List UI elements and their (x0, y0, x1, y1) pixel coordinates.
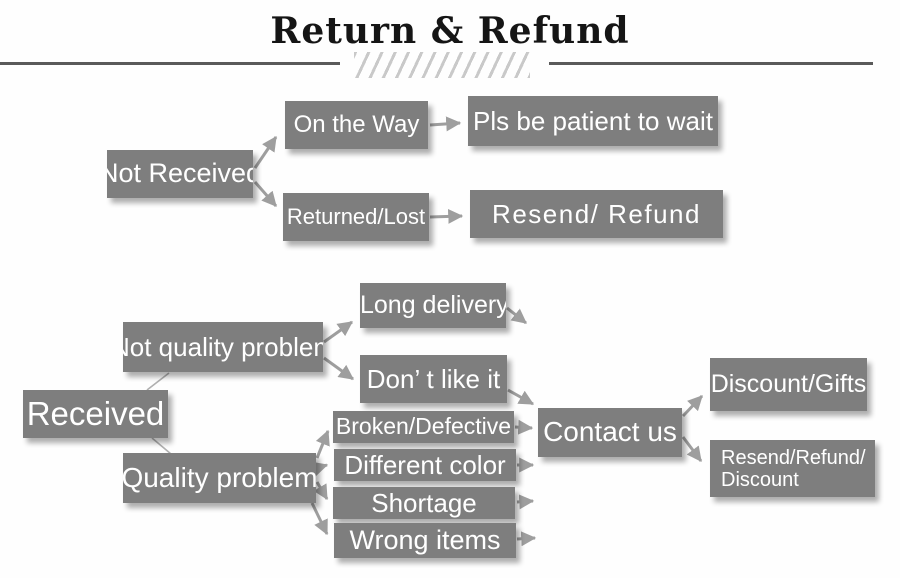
node-not-quality-problem: Not quality problem (123, 322, 323, 372)
node-resend-refund: Resend/ Refund (470, 190, 723, 238)
edge-received-to-quality (151, 437, 172, 455)
node-resend-refund-discount-line1: Resend/Refund/ (721, 446, 866, 469)
edge-not-received-to-on-the-way (253, 136, 278, 169)
edge-contact-us-to-resend-refund-discount (681, 436, 703, 462)
divider-right (549, 62, 873, 65)
edge-on-the-way-to-pls-wait (429, 116, 462, 132)
divider-hatch-icon (354, 52, 530, 78)
node-contact-us: Contact us (538, 408, 682, 457)
edge-long-delivery-out (506, 306, 527, 325)
node-different-color: Different color (334, 449, 516, 481)
node-received: Received (23, 390, 168, 438)
edge-dont-like-to-contact-us (507, 388, 535, 406)
edge-quality-to-shortage (313, 481, 329, 501)
divider-left (0, 62, 340, 65)
node-wrong-items: Wrong items (334, 523, 516, 558)
node-shortage: Shortage (333, 487, 515, 519)
node-on-the-way: On the Way (285, 101, 428, 149)
edge-not-quality-to-long-delivery (323, 320, 353, 344)
node-quality-problem: Quality problem (123, 453, 316, 503)
edge-returned-lost-to-resend-refund (429, 208, 464, 224)
edge-contact-us-to-discount-gifts (681, 394, 704, 418)
edge-received-to-not-quality (146, 372, 170, 391)
edge-not-quality-to-dont-like (323, 356, 354, 381)
node-broken-defective: Broken/Defective (333, 411, 514, 443)
edge-shortage-out (516, 494, 535, 510)
node-dont-like-it: Don’ t like it (360, 355, 507, 403)
node-resend-refund-discount: Resend/Refund/ Discount (710, 440, 875, 497)
node-long-delivery: Long delivery (360, 283, 506, 328)
edge-quality-to-broken (315, 429, 330, 459)
node-not-received: Not Received (107, 150, 253, 198)
edge-wrong-items-out (516, 531, 537, 547)
edge-quality-to-wrong-items (310, 502, 329, 536)
node-discount-gifts: Discount/Gifts (710, 358, 867, 411)
edge-broken-to-contact-us (514, 419, 534, 435)
node-returned-lost: Returned/Lost (283, 193, 429, 241)
node-resend-refund-discount-line2: Discount (721, 468, 799, 491)
page-title: Return & Refund (270, 10, 630, 52)
node-pls-be-patient-to-wait: Pls be patient to wait (468, 96, 718, 146)
edge-quality-to-different-color (311, 461, 329, 477)
edge-not-received-to-returned-lost (253, 181, 278, 207)
